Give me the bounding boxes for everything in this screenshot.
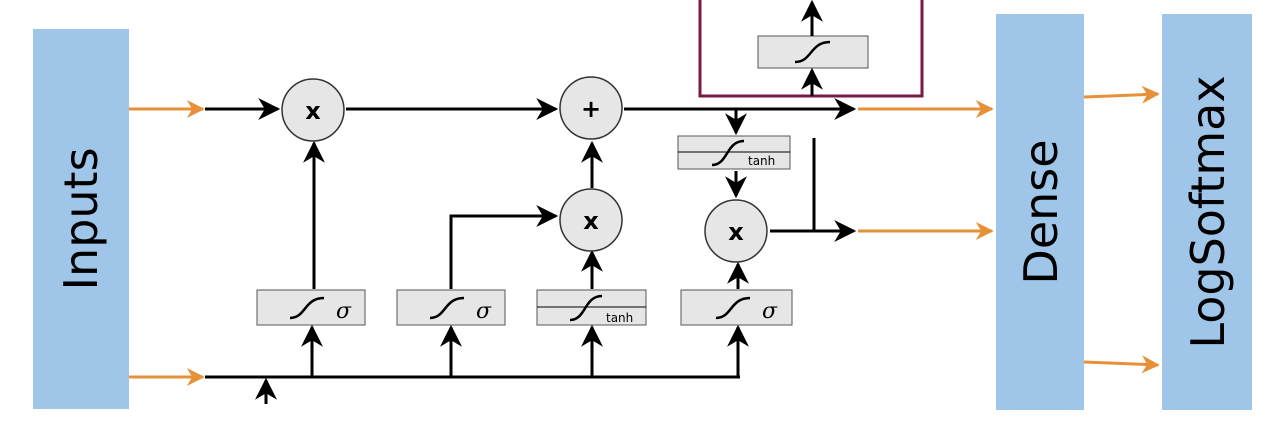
orange-arrows (129, 85, 1160, 386)
input-multiply-node: x (559, 188, 623, 252)
inputs-label: Inputs (54, 147, 108, 290)
tanh-icon (711, 139, 745, 167)
gate-connections (303, 140, 749, 289)
dense-block: Dense (996, 14, 1084, 410)
forget-multiply-node: x (281, 78, 345, 142)
sigmoid-icon (429, 296, 465, 320)
multiply-symbol: x (583, 207, 599, 235)
multiply-symbol: x (728, 218, 744, 246)
inputs-block: Inputs (33, 29, 129, 409)
tanh-icon (569, 294, 603, 322)
logsoftmax-block: LogSoftmax (1162, 14, 1252, 410)
output-multiply-node: x (704, 199, 768, 263)
multiply-symbol: x (305, 97, 321, 125)
input-gate-box: σ (396, 289, 506, 326)
upper-sigmoid-box (757, 35, 869, 69)
add-symbol: + (581, 95, 601, 123)
sigma-label: σ (476, 299, 492, 324)
dense-label: Dense (1014, 139, 1068, 284)
output-gate-box: σ (680, 289, 793, 326)
sigmoid-icon (289, 296, 325, 320)
sigma-label: σ (336, 299, 352, 324)
tanh-label: tanh (606, 311, 633, 325)
sigma-label: σ (762, 299, 778, 324)
upper-layer-frame (698, 0, 924, 98)
candidate-tanh-box: tanh (536, 289, 647, 326)
cell-tanh-box: tanh (677, 135, 791, 170)
forget-gate-box: σ (256, 289, 366, 326)
cell-state-path (205, 98, 857, 199)
sigmoid-icon (794, 40, 831, 64)
sigmoid-icon (715, 296, 751, 320)
hidden-output-path (770, 138, 857, 242)
logsoftmax-label: LogSoftmax (1181, 75, 1235, 348)
input-bus (205, 324, 749, 404)
tanh-label: tanh (748, 154, 775, 168)
cell-add-node: + (559, 76, 623, 140)
